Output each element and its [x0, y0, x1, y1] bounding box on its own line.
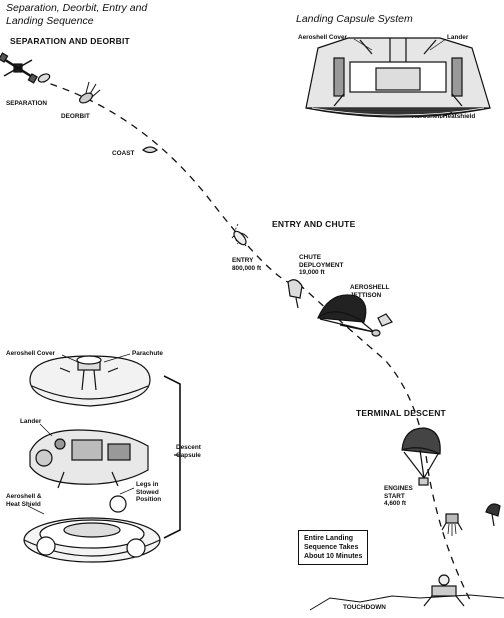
- label-coast: COAST: [112, 150, 135, 157]
- coast-capsule-icon: [142, 146, 158, 154]
- label-exploded-cover: Aeroshell Cover: [6, 350, 56, 357]
- phase-entry-chute: ENTRY AND CHUTE: [272, 219, 356, 229]
- discarded-chute-icon: [485, 503, 501, 527]
- entry-capsule-icon: [231, 223, 249, 247]
- label-separation: SEPARATION: [6, 100, 47, 107]
- descent-capsule-bracket: [163, 375, 181, 539]
- powered-lander-icon: [441, 513, 463, 536]
- exploded-heatshield-drawing: [23, 495, 161, 563]
- label-exploded-parachute: Parachute: [132, 350, 163, 357]
- terminal-parachute-icon: [401, 427, 441, 486]
- phase-terminal-descent: TERMINAL DESCENT: [356, 408, 446, 418]
- exploded-cover-drawing: [29, 353, 151, 407]
- label-exploded-lander: Lander: [20, 418, 42, 425]
- chute-deployment-icon: [287, 279, 303, 309]
- orbiter-icon: [0, 52, 38, 84]
- label-capsule-lander: Lander: [447, 34, 469, 41]
- separated-capsule-icon: [37, 73, 51, 83]
- parachute-jettison-icon: [317, 294, 393, 337]
- label-deorbit: DEORBIT: [61, 113, 90, 120]
- label-exploded-shield: Aeroshell &Heat Shield: [6, 493, 42, 508]
- label-capsule-cover: Aeroshell Cover: [298, 34, 348, 41]
- touchdown-lander-icon: [309, 574, 504, 611]
- capsule-system-drawing: [305, 37, 491, 119]
- capsule-system-title: Landing Capsule System: [296, 13, 413, 25]
- diagram-title: Separation, Deorbit, Entry and Landing S…: [6, 2, 148, 27]
- deorbit-capsule-icon: [79, 81, 101, 104]
- phase-separation-deorbit: SEPARATION AND DEORBIT: [10, 36, 130, 46]
- exploded-lander-drawing: [29, 423, 149, 495]
- label-touchdown: TOUCHDOWN: [343, 604, 386, 611]
